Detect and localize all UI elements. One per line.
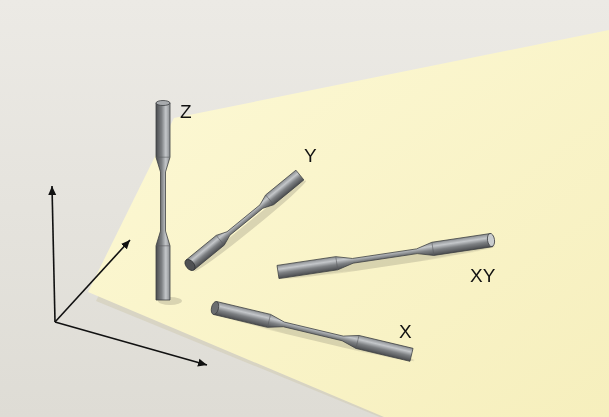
axis-label: Y (304, 146, 317, 165)
axis-label: Z (180, 102, 192, 121)
z-specimen (156, 103, 170, 300)
axis-label: X (399, 322, 412, 341)
build-plane (88, 30, 609, 417)
z-end-face (156, 101, 170, 106)
y-specimen (186, 170, 304, 270)
axis-label: XY (470, 266, 495, 285)
x-specimen (213, 302, 413, 362)
specimen-shadows (158, 178, 495, 365)
y-end-face (183, 258, 197, 273)
x-end-face (210, 301, 220, 315)
xy-specimen (277, 233, 493, 278)
axis-triad (52, 186, 207, 365)
xy-end-face (487, 233, 496, 247)
